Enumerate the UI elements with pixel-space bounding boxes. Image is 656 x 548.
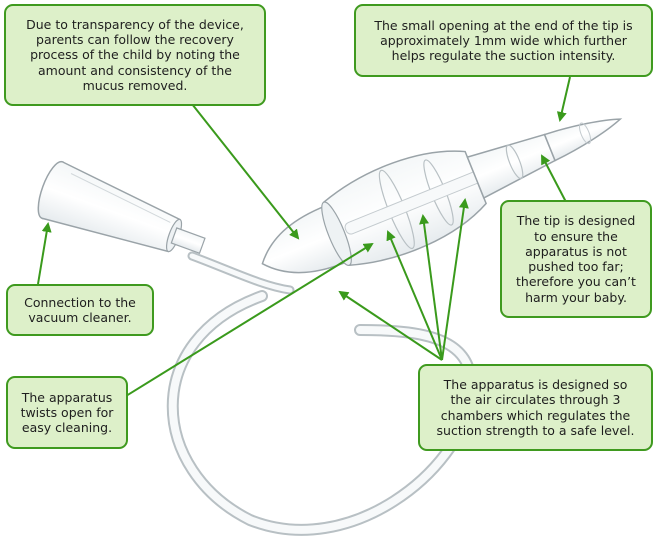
arrow-chamber-4 [338, 290, 443, 361]
arrow-chamber-1 [386, 230, 443, 361]
arrow-opening [556, 76, 571, 122]
callout-vacuum-connection: Connection to the vacuum cleaner. [6, 284, 154, 336]
vacuum-connection-piece [37, 160, 206, 255]
callout-tip-opening: The small opening at the end of the tip … [354, 4, 653, 77]
arrow-chamber-2 [419, 214, 443, 361]
callout-twist-open: The apparatus twists open for easy clean… [6, 376, 128, 449]
callout-transparency: Due to transparency of the device, paren… [4, 4, 266, 106]
arrow-transparency [191, 103, 300, 240]
annotation-arrows [37, 76, 571, 397]
callout-air-chambers: The apparatus is designed so the air cir… [418, 364, 653, 451]
aspirator-body [261, 118, 623, 274]
arrow-tip [541, 154, 567, 203]
callout-tip-design: The tip is designed to ensure the appara… [500, 200, 652, 318]
arrow-twist [125, 242, 374, 397]
arrow-connection [37, 222, 52, 285]
arrow-chamber-3 [441, 198, 469, 361]
vacuum-connector-tube [187, 251, 295, 295]
suction-tube [166, 290, 478, 536]
